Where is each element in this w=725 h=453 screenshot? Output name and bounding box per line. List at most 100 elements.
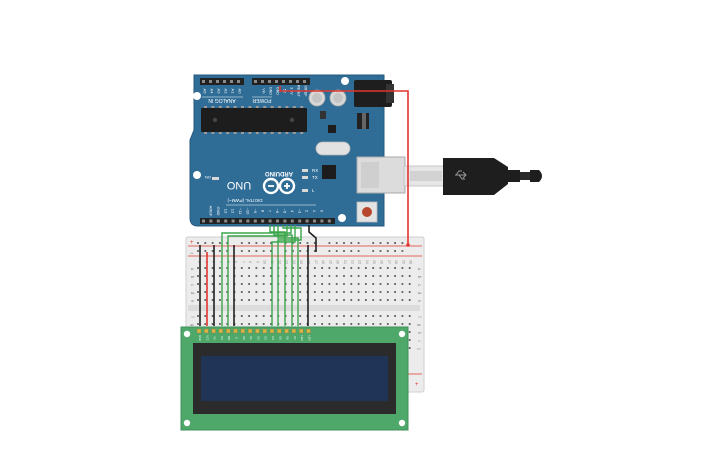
- lcd-pin[interactable]: [247, 328, 253, 334]
- breadboard-hole[interactable]: [197, 242, 199, 244]
- breadboard-hole[interactable]: [335, 250, 338, 252]
- breadboard-hole[interactable]: [365, 275, 367, 277]
- breadboard-hole[interactable]: [408, 323, 411, 325]
- breadboard-hole[interactable]: [299, 323, 302, 325]
- header-pin[interactable]: [231, 219, 235, 223]
- breadboard-hole[interactable]: [394, 291, 396, 293]
- breadboard-hole[interactable]: [357, 323, 360, 325]
- breadboard-hole[interactable]: [226, 315, 229, 317]
- header-pin[interactable]: [320, 219, 324, 223]
- breadboard-hole[interactable]: [248, 275, 250, 277]
- header-pin[interactable]: [327, 219, 331, 223]
- breadboard-hole[interactable]: [292, 250, 294, 252]
- breadboard-hole[interactable]: [401, 250, 404, 252]
- breadboard-hole[interactable]: [255, 275, 258, 277]
- breadboard-hole[interactable]: [357, 250, 360, 252]
- breadboard-hole[interactable]: [204, 323, 207, 325]
- breadboard-hole[interactable]: [211, 291, 214, 293]
- breadboard-hole[interactable]: [321, 275, 323, 277]
- breadboard-hole[interactable]: [350, 315, 353, 317]
- breadboard-hole[interactable]: [386, 299, 389, 301]
- breadboard-hole[interactable]: [270, 267, 272, 269]
- header-pin[interactable]: [289, 80, 292, 83]
- breadboard-hole[interactable]: [240, 291, 243, 293]
- breadboard-hole[interactable]: [226, 323, 229, 325]
- digital-header[interactable]: [200, 218, 335, 224]
- breadboard-hole[interactable]: [226, 291, 229, 293]
- dc-power-jack[interactable]: [354, 80, 392, 107]
- breadboard-hole[interactable]: [343, 242, 345, 244]
- breadboard-hole[interactable]: [270, 315, 272, 317]
- breadboard-hole[interactable]: [255, 291, 258, 293]
- breadboard-hole[interactable]: [321, 291, 323, 293]
- breadboard-hole[interactable]: [386, 275, 389, 277]
- breadboard-hole[interactable]: [226, 299, 229, 301]
- breadboard-hole[interactable]: [255, 250, 258, 252]
- breadboard-hole[interactable]: [321, 315, 323, 317]
- breadboard-hole[interactable]: [292, 267, 294, 269]
- header-pin[interactable]: [268, 219, 272, 223]
- breadboard-hole[interactable]: [328, 283, 331, 285]
- breadboard-hole[interactable]: [408, 339, 411, 341]
- header-pin[interactable]: [209, 80, 212, 83]
- breadboard-hole[interactable]: [313, 275, 316, 277]
- breadboard-hole[interactable]: [394, 315, 396, 317]
- breadboard-hole[interactable]: [262, 267, 265, 269]
- header-pin[interactable]: [282, 80, 285, 83]
- breadboard-hole[interactable]: [197, 315, 199, 317]
- breadboard-hole[interactable]: [379, 275, 382, 277]
- breadboard-hole[interactable]: [394, 242, 396, 244]
- breadboard-hole[interactable]: [343, 315, 345, 317]
- breadboard-hole[interactable]: [313, 242, 316, 244]
- header-pin[interactable]: [202, 219, 205, 223]
- lcd-pin[interactable]: [306, 328, 311, 334]
- breadboard-hole[interactable]: [379, 315, 382, 317]
- lcd-pin[interactable]: [277, 328, 282, 334]
- breadboard-hole[interactable]: [401, 283, 404, 285]
- breadboard-hole[interactable]: [240, 250, 243, 252]
- breadboard-hole[interactable]: [408, 315, 411, 317]
- breadboard-hole[interactable]: [386, 291, 389, 293]
- lcd-pin[interactable]: [291, 328, 297, 334]
- breadboard-hole[interactable]: [240, 283, 243, 285]
- breadboard-hole[interactable]: [372, 242, 375, 244]
- reset-button-cap[interactable]: [362, 207, 372, 217]
- breadboard-hole[interactable]: [299, 275, 302, 277]
- breadboard-hole[interactable]: [408, 275, 411, 277]
- breadboard-hole[interactable]: [408, 299, 411, 301]
- breadboard-hole[interactable]: [401, 323, 404, 325]
- breadboard-hole[interactable]: [255, 299, 258, 301]
- breadboard-hole[interactable]: [255, 242, 258, 244]
- breadboard-hole[interactable]: [313, 315, 316, 317]
- header-pin[interactable]: [254, 80, 257, 83]
- lcd-pin[interactable]: [299, 328, 304, 334]
- breadboard-hole[interactable]: [204, 299, 207, 301]
- breadboard-hole[interactable]: [211, 250, 214, 252]
- breadboard-hole[interactable]: [299, 242, 302, 244]
- breadboard-hole[interactable]: [292, 291, 294, 293]
- breadboard-hole[interactable]: [357, 299, 360, 301]
- lcd-pin[interactable]: [196, 328, 202, 334]
- breadboard-hole[interactable]: [219, 323, 221, 325]
- breadboard-hole[interactable]: [357, 291, 360, 293]
- analog-header[interactable]: [200, 78, 244, 85]
- breadboard-hole[interactable]: [328, 291, 331, 293]
- breadboard-hole[interactable]: [372, 250, 375, 252]
- breadboard-hole[interactable]: [270, 299, 272, 301]
- header-pin[interactable]: [283, 219, 287, 223]
- breadboard-hole[interactable]: [386, 283, 389, 285]
- breadboard-hole[interactable]: [408, 267, 411, 269]
- header-pin[interactable]: [246, 219, 250, 223]
- breadboard-hole[interactable]: [379, 242, 382, 244]
- breadboard-hole[interactable]: [204, 275, 207, 277]
- breadboard-hole[interactable]: [394, 267, 396, 269]
- lcd-pin[interactable]: [284, 328, 289, 334]
- breadboard-hole[interactable]: [350, 250, 353, 252]
- header-pin[interactable]: [202, 80, 205, 83]
- breadboard-hole[interactable]: [292, 323, 294, 325]
- breadboard-hole[interactable]: [219, 275, 221, 277]
- breadboard-hole[interactable]: [335, 242, 338, 244]
- breadboard-hole[interactable]: [211, 275, 214, 277]
- breadboard-hole[interactable]: [372, 323, 375, 325]
